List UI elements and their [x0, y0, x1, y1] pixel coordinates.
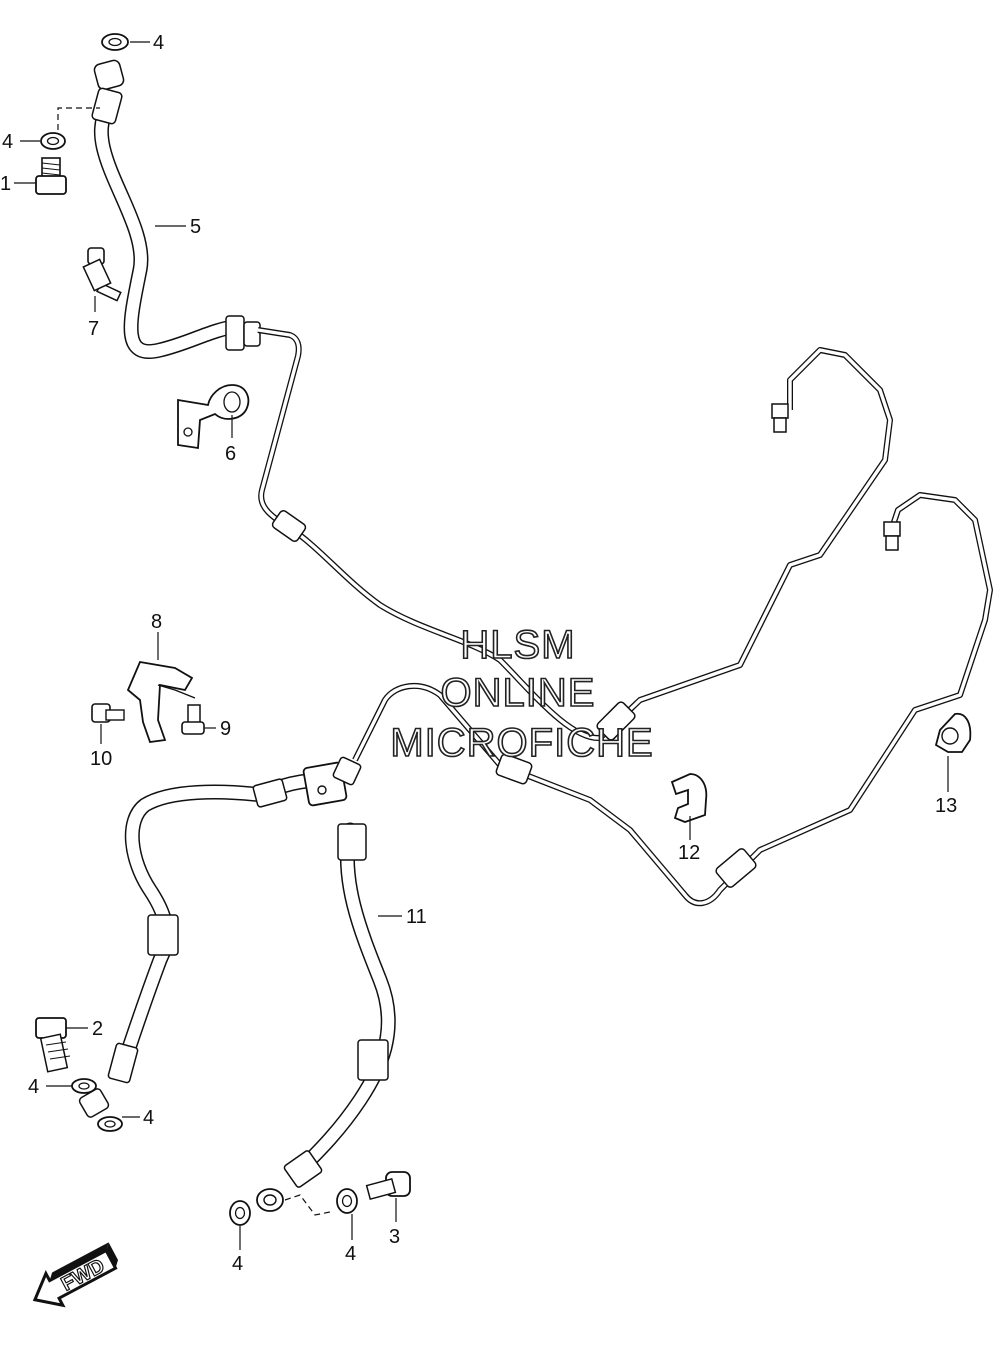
brake-pipe-main: [257, 327, 893, 741]
callout-3: 3: [389, 1226, 400, 1248]
callout-4: 4: [2, 131, 13, 153]
callout-numbers: 4 4 1 5 7 6 8 9 10 11 2 4 4 12 13 4 4 3: [0, 32, 957, 1275]
washer-4-upper-left: [40, 132, 66, 150]
callout-10: 10: [90, 748, 112, 770]
callout-5: 5: [190, 216, 201, 238]
callout-2: 2: [92, 1018, 103, 1040]
callout-8: 8: [151, 611, 162, 633]
callout-4: 4: [232, 1253, 243, 1275]
clamp-6: [177, 384, 250, 450]
three-way-joint: [302, 756, 362, 807]
clip-12: [670, 773, 708, 823]
callout-4: 4: [143, 1107, 154, 1129]
banjo-bolt-3: [365, 1171, 411, 1201]
watermark-line-3: MICROFICHE: [390, 721, 653, 765]
banjo-bolt-1: [35, 157, 67, 195]
callout-6: 6: [225, 443, 236, 465]
banjo-bolt-2: [35, 1017, 71, 1073]
brake-hose-lower-right: [256, 822, 396, 1212]
callout-4: 4: [345, 1243, 356, 1265]
callout-4: 4: [153, 32, 164, 54]
brake-pipe-secondary: [352, 492, 993, 907]
callout-4: 4: [28, 1076, 39, 1098]
fwd-arrow-icon: FWD: [32, 1242, 119, 1308]
leader-lines: [14, 41, 949, 1250]
brake-hose-upper: [91, 59, 261, 359]
callout-11: 11: [406, 906, 427, 928]
watermark-line-1: HLSM: [460, 623, 575, 667]
watermark-line-2: ONLINE: [441, 671, 596, 715]
callout-7: 7: [88, 318, 99, 340]
clip-13: [934, 712, 972, 753]
washer-4-lower-left-b: [97, 1116, 123, 1132]
watermark: HLSM ONLINE MICROFICHE: [390, 622, 654, 766]
washer-4-top: [101, 33, 129, 51]
washer-4-bottom-a: [229, 1200, 251, 1226]
washer-4-bottom-b: [336, 1188, 358, 1214]
callout-12: 12: [678, 842, 700, 864]
bolt-9: [181, 704, 205, 735]
bolt-10: [91, 703, 125, 723]
bracket-8: [126, 660, 196, 743]
callout-13: 13: [935, 795, 957, 817]
brake-hose-lower-left: [78, 772, 333, 1118]
washer-4-lower-left-a: [71, 1078, 97, 1094]
callout-1: 1: [0, 173, 11, 195]
bolt-7: [82, 247, 122, 302]
callout-9: 9: [220, 718, 231, 740]
